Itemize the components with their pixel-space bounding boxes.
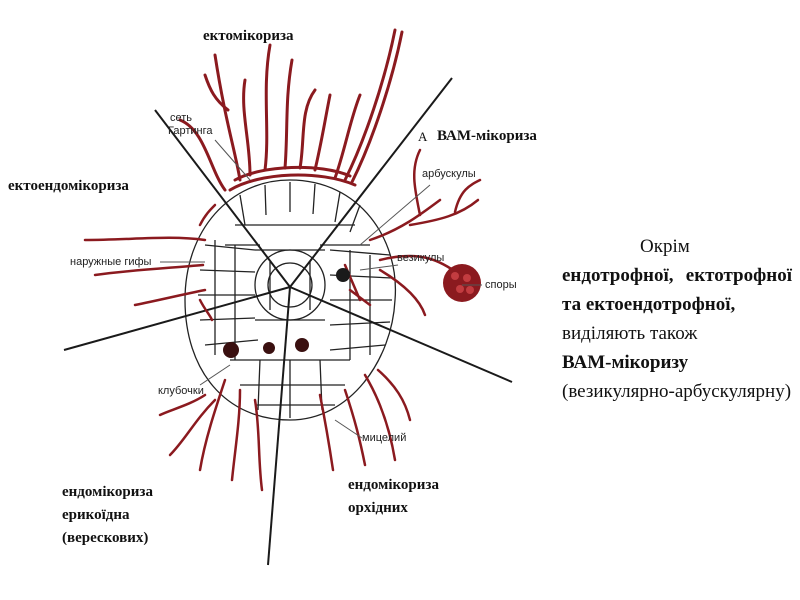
ectomycorrhiza-label: ектомікориза — [203, 28, 294, 44]
endo-orchid-label-2: орхідних — [348, 500, 408, 516]
endo-ericoid-label-3: (верескових) — [62, 530, 149, 546]
leader-lines — [160, 139, 482, 439]
vam-hyphae — [343, 148, 482, 317]
mycelium-label: мицелий — [362, 432, 407, 444]
vesicle-mark — [336, 268, 350, 282]
caption-middle: виділяють також — [562, 323, 698, 344]
orchid-hyphae — [318, 368, 412, 472]
vesicles-label: везикулы — [397, 252, 445, 264]
caption-paren: (везикулярно-арбускулярну) — [562, 381, 792, 402]
ectomycorrhiza-hyphae — [178, 28, 404, 192]
hartig-net-label-1: сеть — [170, 112, 193, 124]
sector-dividers — [63, 77, 513, 566]
coils-label: клубочки — [158, 385, 204, 397]
caption-terms-1: ендотрофної, ектотрофної та ектоендотроф… — [562, 265, 792, 315]
vam-marker-label: А — [418, 129, 428, 144]
caption-text: Окрім ендотрофної, ектотрофної та ектоен… — [562, 232, 792, 406]
spores-cluster — [443, 264, 481, 302]
ectoendo-label: ектоендомікориза — [8, 178, 129, 194]
spores-label: споры — [485, 279, 517, 291]
ericoid-hyphae — [158, 378, 264, 492]
endo-ericoid-label-1: ендомікориза — [62, 484, 153, 500]
caption-intro: Окрім — [640, 236, 690, 257]
arbuscules-label: арбускулы — [422, 168, 476, 180]
endo-orchid-label-1: ендомікориза — [348, 477, 439, 493]
vam-label: ВАМ-мікориза — [437, 128, 537, 144]
ectoendo-hyphae — [83, 203, 217, 322]
endo-ericoid-label-2: ерикоїдна — [62, 507, 130, 523]
coil-mark-2 — [263, 342, 275, 354]
outer-hyphae-label: наружные гифы — [70, 256, 152, 268]
coil-mark — [223, 342, 239, 358]
caption-term-2: ВАМ-мікоризу — [562, 352, 689, 373]
orchid-coil-mark — [295, 338, 309, 352]
hartig-net-label-2: Гартинга — [168, 125, 213, 137]
